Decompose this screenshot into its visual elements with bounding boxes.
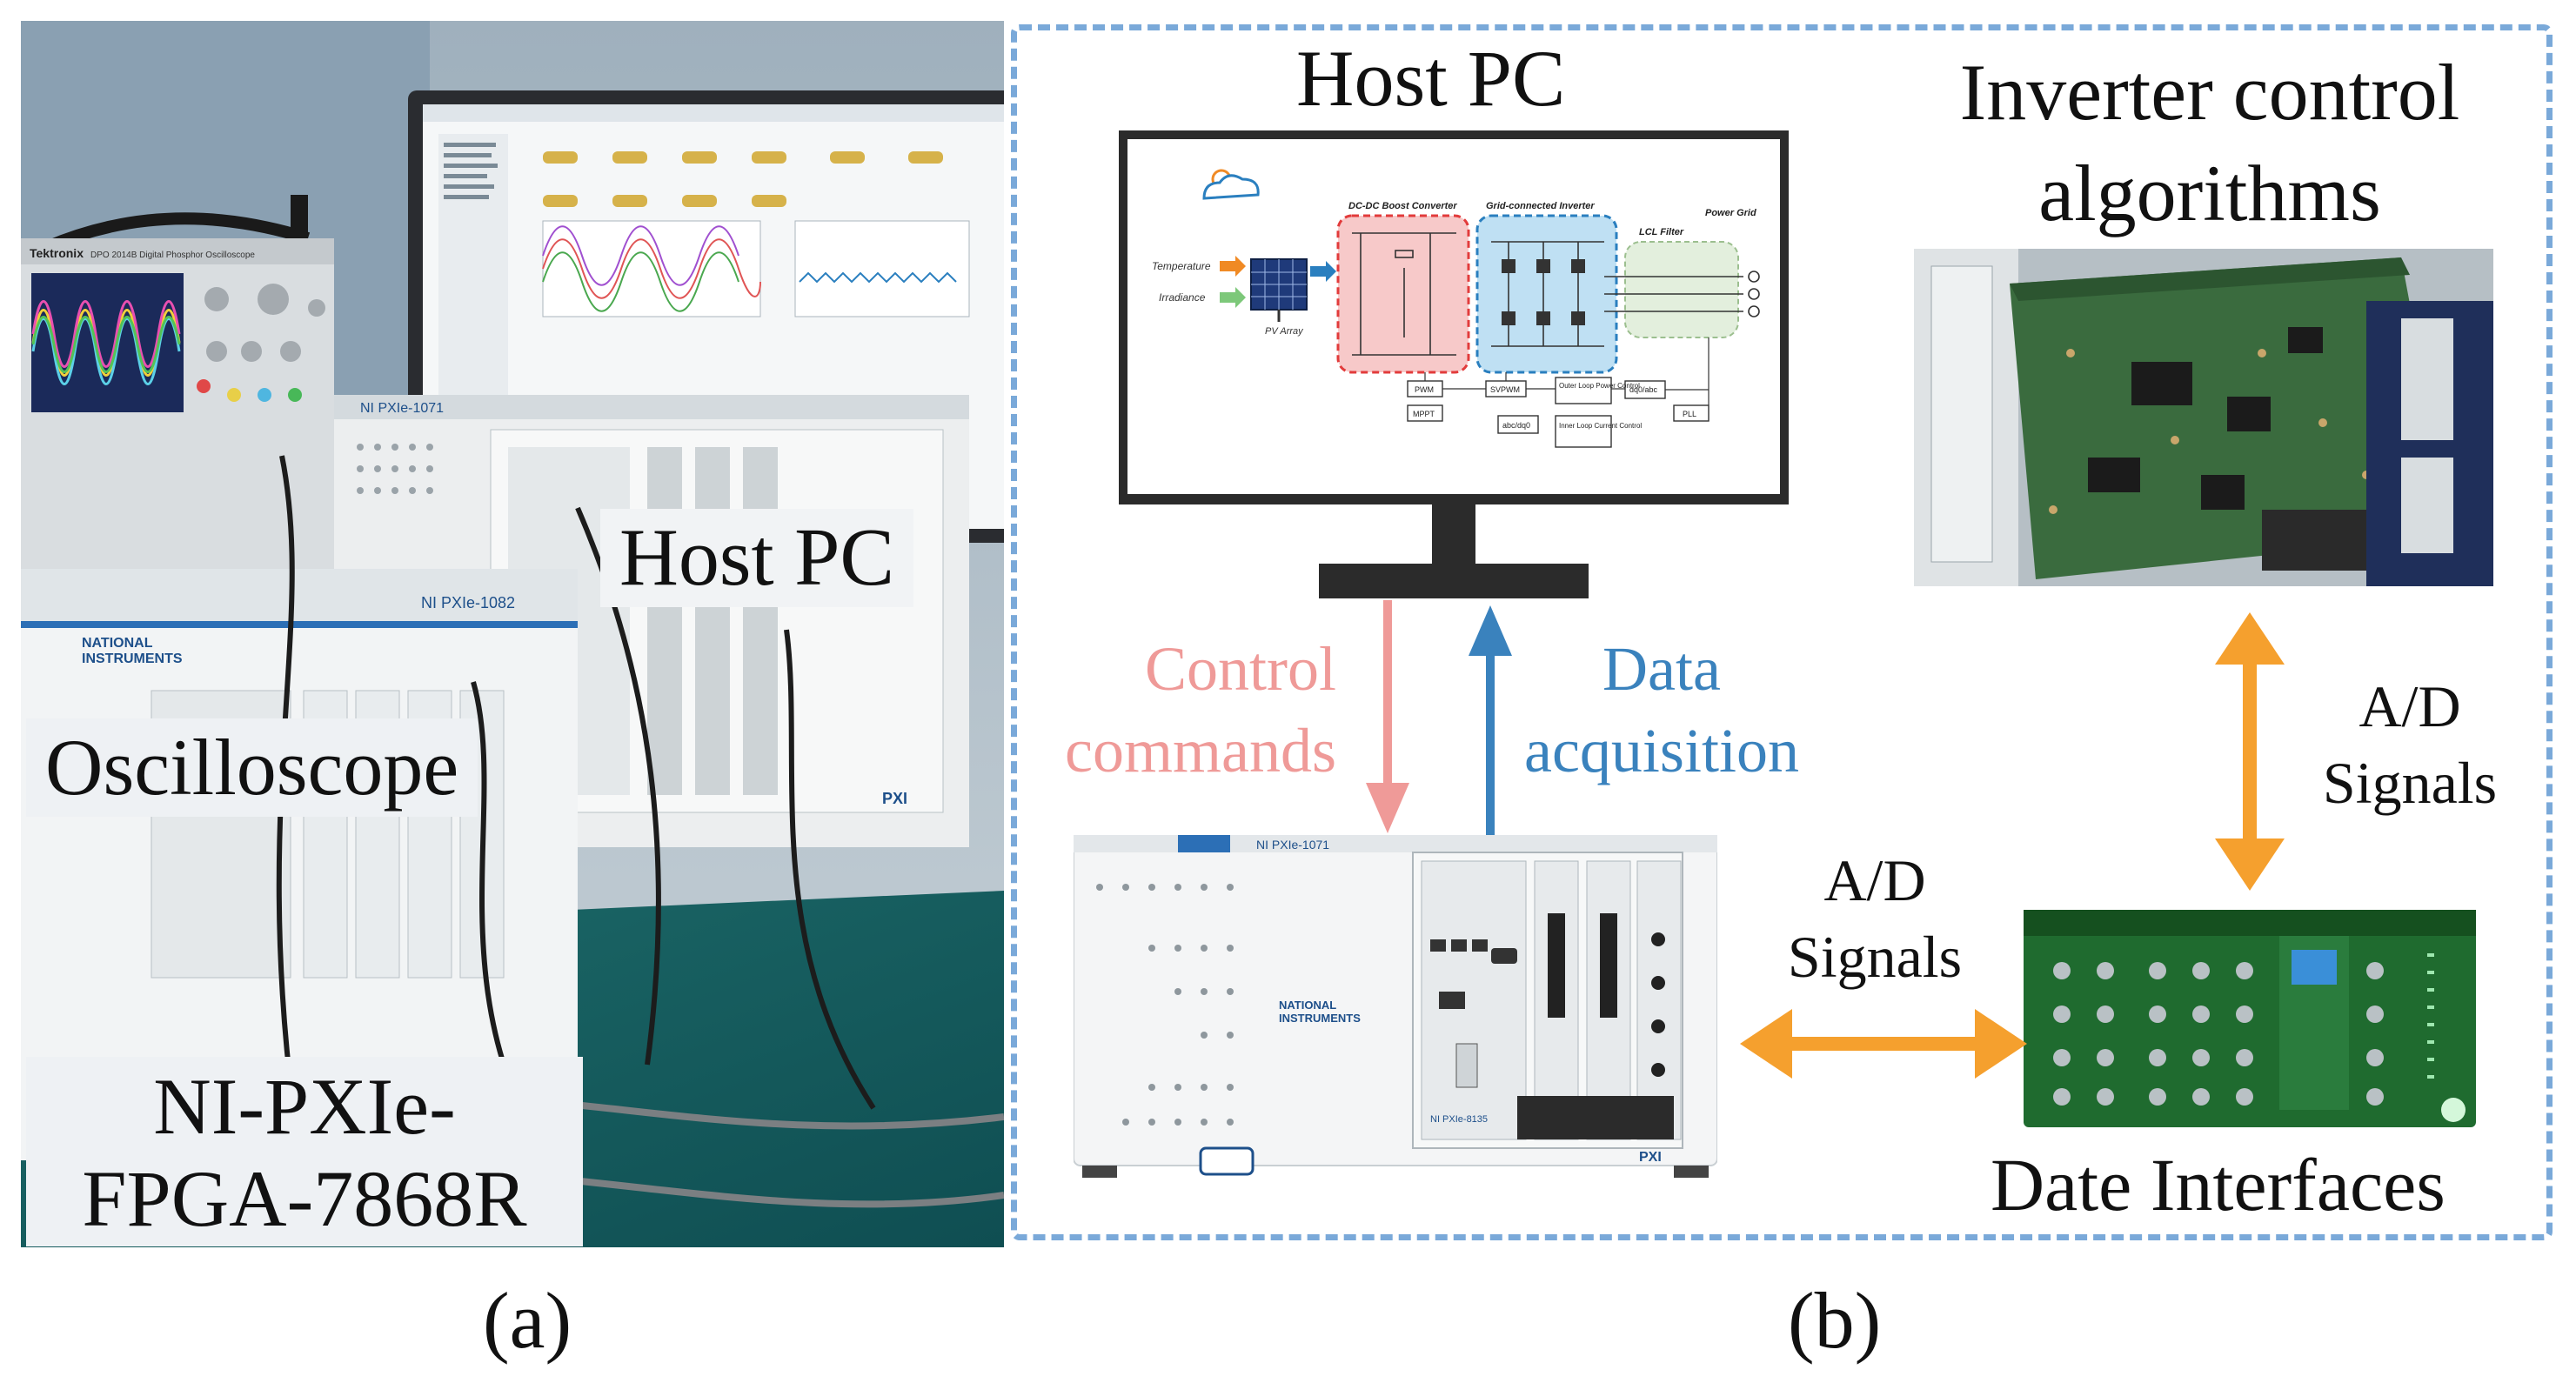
svg-text:PWM: PWM — [1415, 385, 1434, 394]
data-acquisition-arrow — [1469, 605, 1512, 838]
control-commands-line2: commands — [1065, 716, 1336, 785]
svg-text:PXI: PXI — [1639, 1150, 1662, 1165]
fpga-photo-label: NI-PXIe- FPGA-7868R — [26, 1057, 583, 1246]
host-pc-title: Host PC — [1296, 34, 1566, 123]
inverter-title: Inverter control algorithms — [1923, 42, 2497, 244]
host-pc-monitor: Temperature Irradiance PV Array DC-DC Bo… — [1117, 129, 1790, 600]
svg-text:INSTRUMENTS: INSTRUMENTS — [82, 651, 183, 666]
date-interfaces-label: Date Interfaces — [1991, 1143, 2446, 1226]
ad-signals-horizontal-arrow — [1740, 1009, 2027, 1079]
fpga-label-line1: NI-PXIe- — [153, 1062, 456, 1151]
svg-text:NATIONAL: NATIONAL — [1279, 999, 1336, 1012]
oscilloscope-photo-label: Oscilloscope — [26, 718, 478, 817]
ad-signals-right-line2: Signals — [2322, 750, 2498, 816]
svg-text:Irradiance: Irradiance — [1159, 291, 1206, 304]
pxie-chassis-illustration: NI PXIe-1071 NATIONAL INSTRUMENTS NI PX — [1074, 835, 1717, 1178]
svg-text:PV Array: PV Array — [1265, 326, 1304, 337]
svg-text:INSTRUMENTS: INSTRUMENTS — [1279, 1012, 1361, 1025]
svg-text:PXI: PXI — [882, 790, 907, 807]
oscilloscope-photo: Tektronix DPO 2014B Digital Phosphor Osc… — [21, 195, 334, 604]
svg-text:Temperature: Temperature — [1152, 260, 1211, 272]
control-commands-label: Control commands — [1023, 628, 1336, 792]
svg-text:Tektronix: Tektronix — [30, 246, 84, 260]
svg-text:DPO 2014B Digital Phosphor Osc: DPO 2014B Digital Phosphor Oscilloscope — [90, 251, 255, 260]
fpga-board-illustration — [1914, 249, 2493, 586]
svg-text:abc/dq0: abc/dq0 — [1502, 421, 1530, 430]
data-acquisition-line1: Data — [1602, 634, 1721, 704]
svg-text:NI PXIe-1071: NI PXIe-1071 — [360, 401, 444, 416]
control-commands-line1: Control — [1144, 634, 1336, 704]
panel-a-caption: (a) — [483, 1276, 572, 1365]
ad-signals-bottom-line2: Signals — [1787, 924, 1963, 990]
data-interface-board-photo — [2018, 901, 2481, 1136]
svg-text:Grid-connected Inverter: Grid-connected Inverter — [1486, 201, 1595, 211]
svg-text:NATIONAL: NATIONAL — [82, 636, 153, 651]
host-pc-photo-label: Host PC — [600, 509, 914, 607]
svg-text:MPPT: MPPT — [1413, 410, 1435, 418]
data-interface-board-illustration — [2024, 910, 2476, 1127]
panel-b-caption: (b) — [1788, 1276, 1882, 1365]
svg-text:NI PXIe-1071: NI PXIe-1071 — [1256, 838, 1329, 852]
svg-text:Power Grid: Power Grid — [1705, 208, 1756, 218]
inverter-title-line1: Inverter control — [1959, 48, 2460, 137]
svg-text:LCL Filter: LCL Filter — [1639, 227, 1684, 237]
svg-text:Outer Loop Power Control: Outer Loop Power Control — [1559, 382, 1640, 390]
ad-signals-right-line1: A/D — [2359, 673, 2461, 739]
inverter-title-line2: algorithms — [2038, 149, 2381, 237]
data-acquisition-line2: acquisition — [1524, 716, 1799, 785]
svg-text:Inner Loop Current Control: Inner Loop Current Control — [1559, 422, 1642, 430]
control-commands-arrow — [1366, 600, 1409, 833]
ad-signals-right-label: A/D Signals — [2297, 668, 2523, 821]
ad-signals-bottom-label: A/D Signals — [1757, 842, 1992, 995]
svg-text:SVPWM: SVPWM — [1490, 385, 1520, 394]
pxie-chassis-photo: NI PXIe-1071 NATIONAL INSTRUMENTS NI PX — [1074, 835, 1717, 1200]
ad-signals-bottom-line1: A/D — [1823, 847, 1926, 913]
fpga-label-line2: FPGA-7868R — [82, 1154, 527, 1243]
ad-signals-vertical-arrow — [2215, 612, 2285, 891]
svg-text:DC-DC Boost Converter: DC-DC Boost Converter — [1348, 201, 1457, 211]
monitor-schematic: Temperature Irradiance PV Array DC-DC Bo… — [1117, 129, 1790, 598]
pv-array-icon: PV Array — [1250, 258, 1308, 337]
fpga-board-photo — [1914, 249, 2493, 586]
data-acquisition-label: Data acquisition — [1514, 628, 1810, 792]
svg-text:dq0/abc: dq0/abc — [1629, 385, 1658, 394]
panel-b-dashed-border — [1011, 24, 2553, 1240]
svg-text:PLL: PLL — [1683, 410, 1696, 418]
svg-text:NI PXIe-8135: NI PXIe-8135 — [1430, 1114, 1488, 1125]
svg-text:NI PXIe-1082: NI PXIe-1082 — [421, 594, 515, 611]
